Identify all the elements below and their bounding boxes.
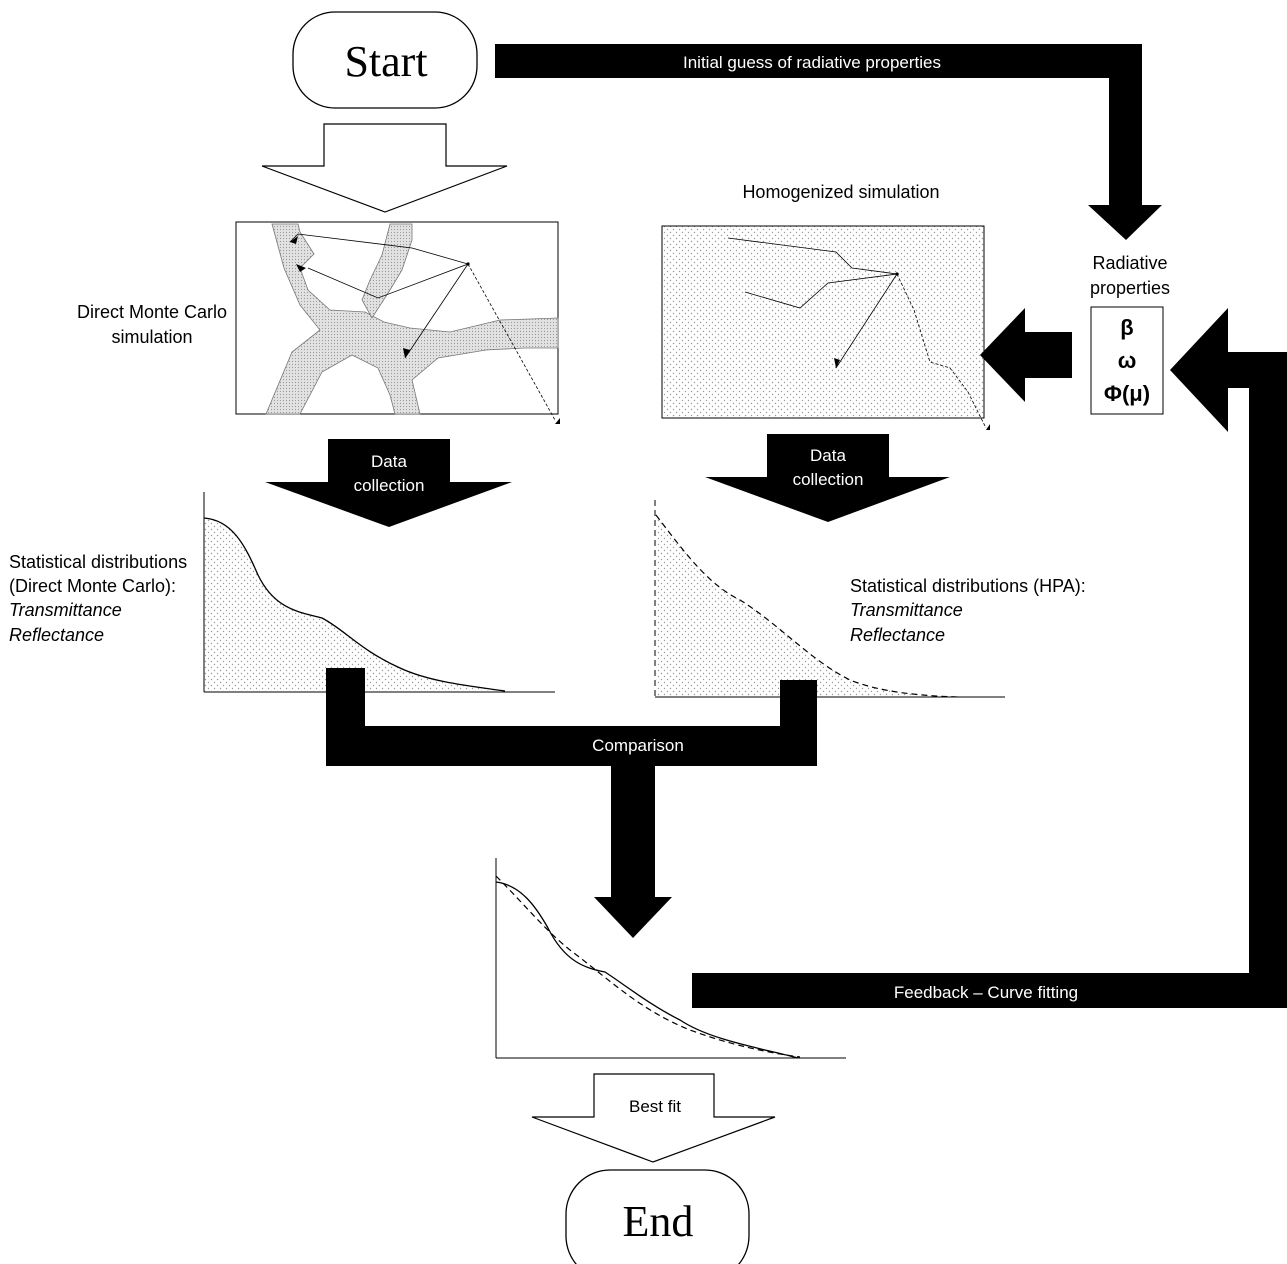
homogenized-label: Homogenized simulation bbox=[742, 182, 939, 202]
stat-dmc-line2: (Direct Monte Carlo): bbox=[9, 576, 176, 596]
end-terminal: End bbox=[565, 1169, 750, 1264]
stat-hpa-line3: Reflectance bbox=[850, 625, 945, 645]
direct-mc-distribution-plot bbox=[203, 492, 555, 693]
photon-paths bbox=[289, 233, 556, 421]
comparison-arrow: Comparison bbox=[326, 668, 817, 938]
stat-hpa-line1: Statistical distributions (HPA): bbox=[850, 576, 1086, 596]
direct-mc-label-line1: Direct Monte Carlo bbox=[77, 302, 227, 322]
homogenized-panel bbox=[661, 225, 990, 430]
radiative-properties-box: β ω Φ(μ) bbox=[1090, 306, 1164, 415]
best-fit-arrow: Best fit bbox=[531, 1073, 776, 1163]
best-fit-label: Best fit bbox=[629, 1097, 681, 1116]
initial-guess-label: Initial guess of radiative properties bbox=[683, 53, 941, 72]
stat-dmc-line3: Transmittance bbox=[9, 600, 122, 620]
data-collection-right-line2: collection bbox=[793, 470, 864, 489]
stat-dmc-label: Statistical distributions (Direct Monte … bbox=[9, 552, 187, 645]
end-label: End bbox=[623, 1197, 694, 1246]
start-down-arrow bbox=[261, 123, 508, 213]
data-collection-left-line2: collection bbox=[354, 476, 425, 495]
direct-monte-carlo-panel bbox=[235, 221, 560, 424]
data-collection-left-line1: Data bbox=[371, 452, 407, 471]
omega-symbol: ω bbox=[1118, 348, 1137, 373]
stat-dmc-line4: Reflectance bbox=[9, 625, 104, 645]
beta-symbol: β bbox=[1120, 315, 1133, 340]
data-collection-arrow-right: Data collection bbox=[705, 434, 950, 522]
feedback-arrow: Feedback – Curve fitting bbox=[692, 308, 1287, 1008]
direct-mc-label-line2: simulation bbox=[111, 327, 192, 347]
stat-hpa-label: Statistical distributions (HPA): Transmi… bbox=[850, 576, 1086, 645]
data-collection-arrow-left: Data collection bbox=[265, 439, 512, 527]
radiative-label-line1: Radiative bbox=[1092, 253, 1167, 273]
radiative-label-line2: properties bbox=[1090, 278, 1170, 298]
best-fit-plot bbox=[495, 858, 846, 1059]
initial-guess-arrow: Initial guess of radiative properties bbox=[495, 44, 1162, 240]
start-terminal: Start bbox=[292, 11, 478, 109]
data-collection-right-line1: Data bbox=[810, 446, 846, 465]
stat-hpa-line2: Transmittance bbox=[850, 600, 963, 620]
feedback-label: Feedback – Curve fitting bbox=[894, 983, 1078, 1002]
properties-to-homogenized-arrow bbox=[980, 308, 1072, 402]
start-label: Start bbox=[344, 37, 427, 86]
stat-dmc-line1: Statistical distributions bbox=[9, 552, 187, 572]
hpa-distribution-plot bbox=[654, 500, 1005, 698]
phi-mu-symbol: Φ(μ) bbox=[1104, 381, 1150, 406]
comparison-label: Comparison bbox=[592, 736, 684, 755]
